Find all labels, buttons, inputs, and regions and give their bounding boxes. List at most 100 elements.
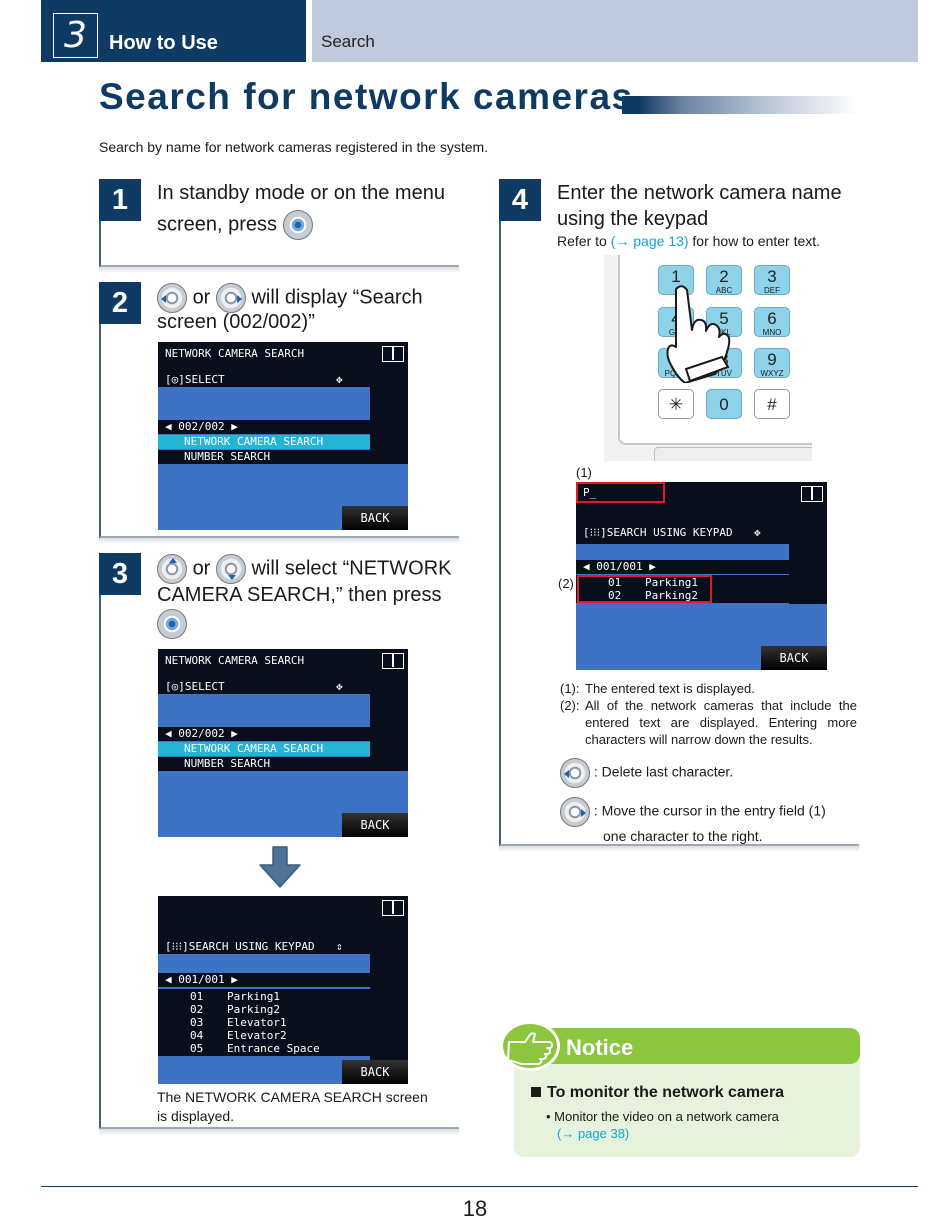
step-4-text: Enter the network camera name using the …	[557, 180, 857, 232]
screen-side-panel	[370, 896, 408, 1062]
result-row-name: Entrance Space	[227, 1042, 320, 1055]
ref-suffix: for how to enter text.	[692, 233, 821, 249]
screen-back-button: BACK	[342, 1060, 408, 1084]
notice-heading: To monitor the network camera	[531, 1084, 784, 1102]
screen-page-indicator: ◀ 002/002 ▶	[165, 420, 238, 433]
screen-select-hint: [◎]SELECT	[165, 373, 225, 386]
keypad-key-star: ✳	[658, 389, 694, 419]
notice-body: • Monitor the video on a network camera …	[546, 1108, 779, 1142]
footer-divider	[41, 1186, 918, 1187]
step-1-box	[99, 179, 459, 273]
screen-page-bar	[576, 560, 789, 574]
pointing-hand-icon	[666, 285, 731, 383]
screen-keypad-hint: [⁝⁝⁝]SEARCH USING KEYPAD	[165, 940, 315, 953]
result-row-name: Parking2	[227, 1003, 280, 1016]
select-button-icon	[157, 609, 187, 639]
screen-row-bar	[158, 757, 370, 771]
entry-field-highlight	[576, 482, 665, 503]
screen-highlight-row	[158, 742, 370, 756]
step-3-number: 3	[99, 553, 141, 595]
move-instruction-line-1: : Move the cursor in the entry field (1)	[593, 802, 826, 819]
screen-title-area	[158, 649, 370, 694]
screen-menu-item-network-camera-search: NETWORK CAMERA SEARCH	[184, 742, 324, 755]
screen-title-area	[158, 342, 370, 387]
page-38-link[interactable]: (→ page 38)	[557, 1126, 630, 1141]
screen-side-panel	[789, 482, 827, 604]
move-instruction-line-2: one character to the right.	[603, 828, 763, 844]
screen-select-hint: [◎]SELECT	[165, 680, 225, 693]
down-button-icon	[215, 554, 246, 584]
screen-back-button: BACK	[342, 506, 408, 530]
step-3-line-2: CAMERA SEARCH,” then press	[157, 584, 442, 606]
screen-keypad-hint: [⁝⁝⁝]SEARCH USING KEYPAD	[583, 526, 733, 539]
result-row-num: 01	[608, 576, 622, 589]
screen-result-list	[158, 989, 370, 1056]
notice-header: Notice	[514, 1028, 860, 1064]
page-title: Search for network cameras	[99, 76, 634, 117]
screen-back-button: BACK	[761, 646, 827, 670]
result-row-name: Parking2	[645, 589, 698, 602]
screen-menu-step3: NETWORK CAMERA SEARCH [◎]SELECT ✥ ◀ 002/…	[158, 649, 408, 837]
step-2-or: or	[192, 286, 211, 309]
keypad-base	[654, 447, 812, 461]
step-4-reference: Refer to (→ page 13) for how to enter te…	[557, 233, 820, 249]
select-button-icon	[282, 210, 313, 240]
book-icon	[382, 900, 404, 916]
screen-page-indicator: ◀ 001/001 ▶	[583, 560, 656, 573]
step-2-line-1-text: will display “Search	[251, 286, 423, 309]
screen-page-indicator: ◀ 001/001 ▶	[165, 973, 238, 986]
step-2-line-1: or will display “Search	[157, 283, 459, 313]
step-3-caption-line-2: is displayed.	[157, 1108, 235, 1124]
book-icon	[382, 653, 404, 669]
screen-side-panel	[370, 342, 408, 464]
screen-title-area	[576, 482, 789, 544]
page-13-link[interactable]: (→ page 13)	[610, 233, 689, 249]
screen-title: NETWORK CAMERA SEARCH	[165, 347, 305, 360]
screen-menu-item-network-camera-search: NETWORK CAMERA SEARCH	[184, 435, 324, 448]
screen-page-bar	[158, 420, 370, 434]
screen-search-results: [⁝⁝⁝]SEARCH USING KEYPAD ⇕ ◀ 001/001 ▶ 0…	[158, 896, 408, 1084]
step-2-text: or will display “Search screen (002/002)…	[157, 283, 459, 335]
step-1-line-2-text: screen, press	[157, 213, 278, 236]
screen-row-bar	[158, 450, 370, 464]
step-1-line-1: In standby mode or on the menu	[157, 182, 445, 204]
screen-menu-step2: NETWORK CAMERA SEARCH [◎]SELECT ✥ ◀ 002/…	[158, 342, 408, 530]
scroll-icon: ⇕	[336, 940, 343, 953]
step-1-text: In standby mode or on the menu screen, p…	[157, 180, 459, 240]
step-2-line-2: screen (002/002)”	[157, 311, 315, 333]
screen-highlight-row	[158, 435, 370, 449]
step-1-line-2: screen, press	[157, 210, 459, 240]
section-title: Search	[321, 32, 375, 51]
chapter-header: 3 How to Use	[41, 0, 306, 62]
step-4-line-1: Enter the network camera name	[557, 182, 842, 204]
section-header: Search	[312, 0, 918, 62]
step-3-line-3	[157, 609, 459, 639]
delete-instruction-text: : Delete last character.	[593, 763, 734, 780]
book-icon	[382, 346, 404, 362]
step-3-or: or	[192, 557, 211, 580]
notice-title: Notice	[566, 1035, 634, 1060]
down-arrow-icon	[259, 846, 301, 888]
screen-page-bar	[158, 727, 370, 741]
screen-title: NETWORK CAMERA SEARCH	[165, 654, 305, 667]
left-button-icon	[560, 758, 590, 788]
step-3-text: or will select “NETWORK CAMERA SEARCH,” …	[157, 554, 459, 639]
pointing-hand-notice-icon	[500, 1021, 560, 1071]
ref-prefix: Refer to	[557, 233, 607, 249]
screen-page-bar	[158, 973, 370, 987]
entry-field-text: P_	[583, 486, 597, 499]
notice-bullet: • Monitor the video on a network camera	[546, 1109, 779, 1124]
result-row-name: Parking1	[645, 576, 698, 589]
screen-title-area	[158, 896, 370, 954]
step-1-number: 1	[99, 179, 141, 221]
callout-label-2: (2)	[558, 576, 574, 591]
screen-page-indicator: ◀ 002/002 ▶	[165, 727, 238, 740]
screen-result-list	[576, 575, 789, 603]
step-3-line-1-text: will select “NETWORK	[251, 557, 452, 580]
intro-text: Search by name for network cameras regis…	[99, 139, 489, 155]
step-4-line-2: using the keypad	[557, 208, 709, 230]
